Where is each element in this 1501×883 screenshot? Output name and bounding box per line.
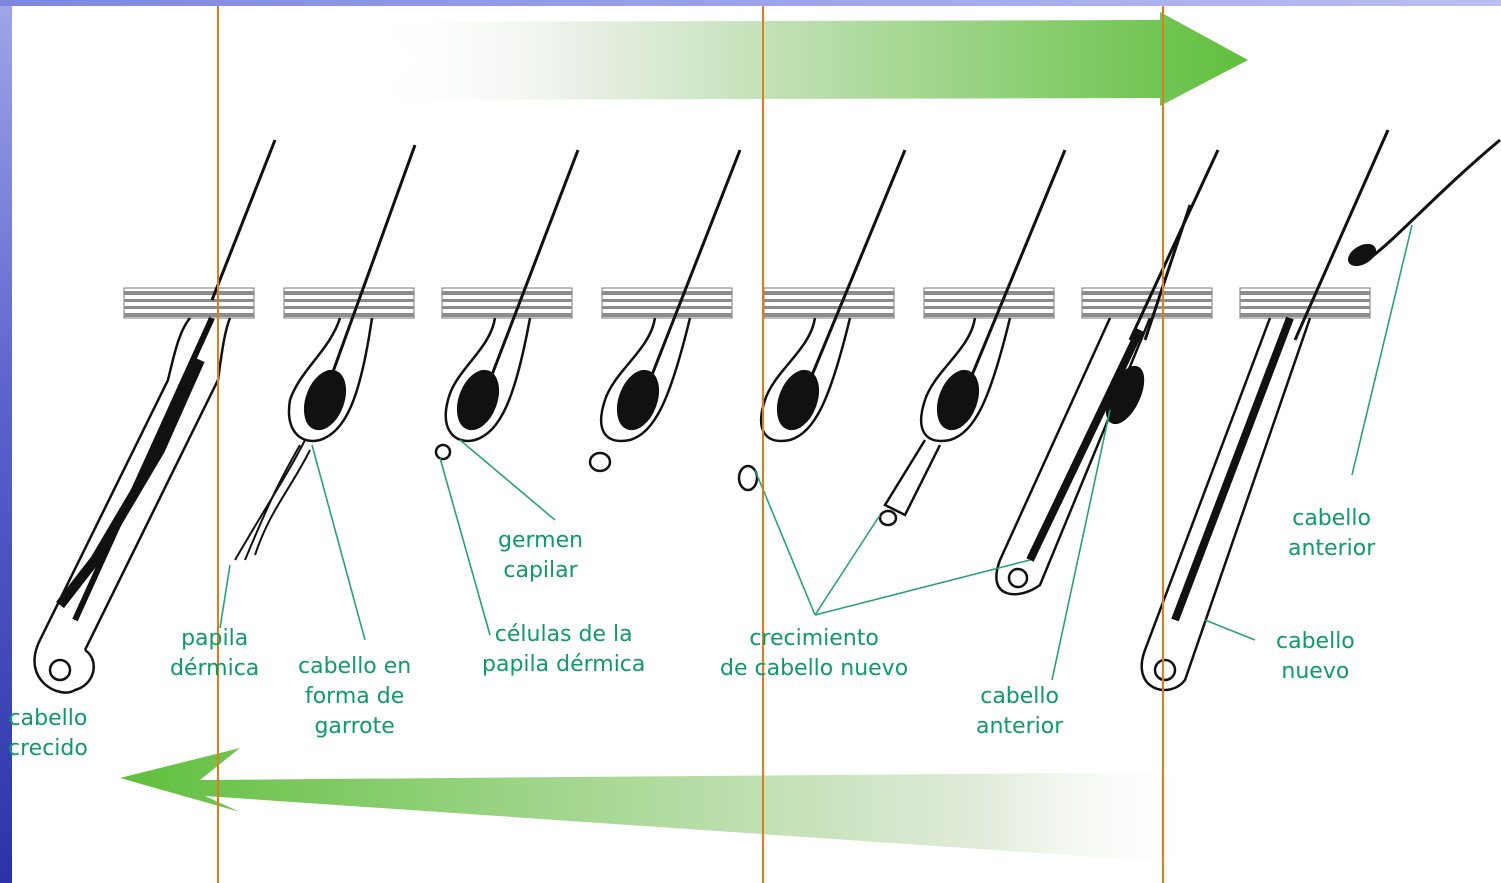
follicle-2 [235, 145, 415, 560]
label-crecimiento: crecimiento de cabello nuevo [720, 624, 908, 684]
follicle-1 [35, 140, 275, 693]
follicle-8 [1142, 130, 1500, 690]
label-celulas-papila: células de la papila dérmica [482, 620, 645, 680]
label-cabello-anterior-1: cabello anterior [976, 682, 1063, 742]
follicle-6 [880, 150, 1065, 525]
stage-dividers [218, 6, 1163, 883]
label-cabello-crecido: cabello crecido [8, 704, 88, 764]
cycle-arrow-bottom [120, 748, 1210, 862]
label-cabello-garrote: cabello en forma de garrote [298, 652, 411, 742]
label-cabello-nuevo: cabello nuevo [1276, 627, 1355, 687]
cycle-arrow-top [360, 12, 1248, 106]
label-germen-capilar: germen capilar [498, 526, 583, 586]
skin-surface [124, 288, 1370, 318]
label-cabello-anterior-2: cabello anterior [1288, 504, 1375, 564]
label-papila-dermica: papila dérmica [170, 624, 259, 684]
follicle-7 [996, 150, 1218, 594]
